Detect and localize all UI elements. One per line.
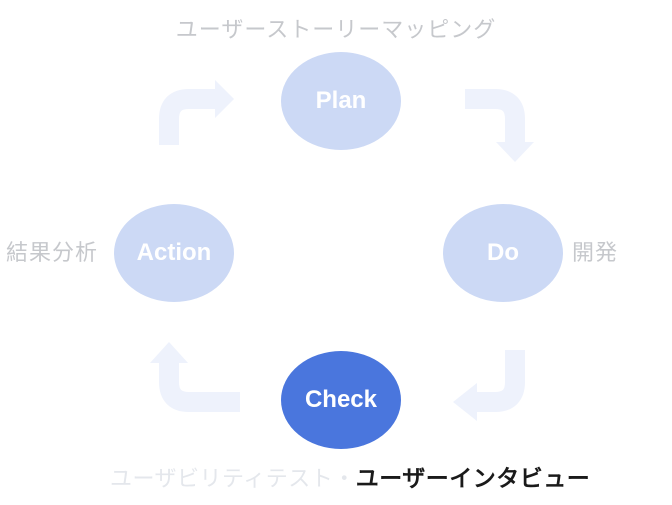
node-action: Action <box>114 204 234 302</box>
arrow-action-to-plan-icon <box>150 79 240 154</box>
label-result-analysis: 結果分析 <box>6 240 99 265</box>
top-title-user-story-mapping: ユーザーストーリーマッピング <box>175 17 497 42</box>
arrow-do-to-check-icon <box>450 345 530 425</box>
node-do: Do <box>443 204 563 302</box>
node-plan: Plan <box>281 52 401 150</box>
bottom-label-row: ユーザビリティテスト・ユーザーインタビュー <box>110 465 590 495</box>
label-user-interview: ユーザーインタビュー <box>355 465 591 491</box>
node-check: Check <box>281 351 401 449</box>
arrow-check-to-action-icon <box>145 337 245 412</box>
arrow-plan-to-do-icon <box>460 89 540 164</box>
label-usability-test: ユーザビリティテスト・ <box>110 466 356 491</box>
label-development: 開発 <box>572 240 619 265</box>
